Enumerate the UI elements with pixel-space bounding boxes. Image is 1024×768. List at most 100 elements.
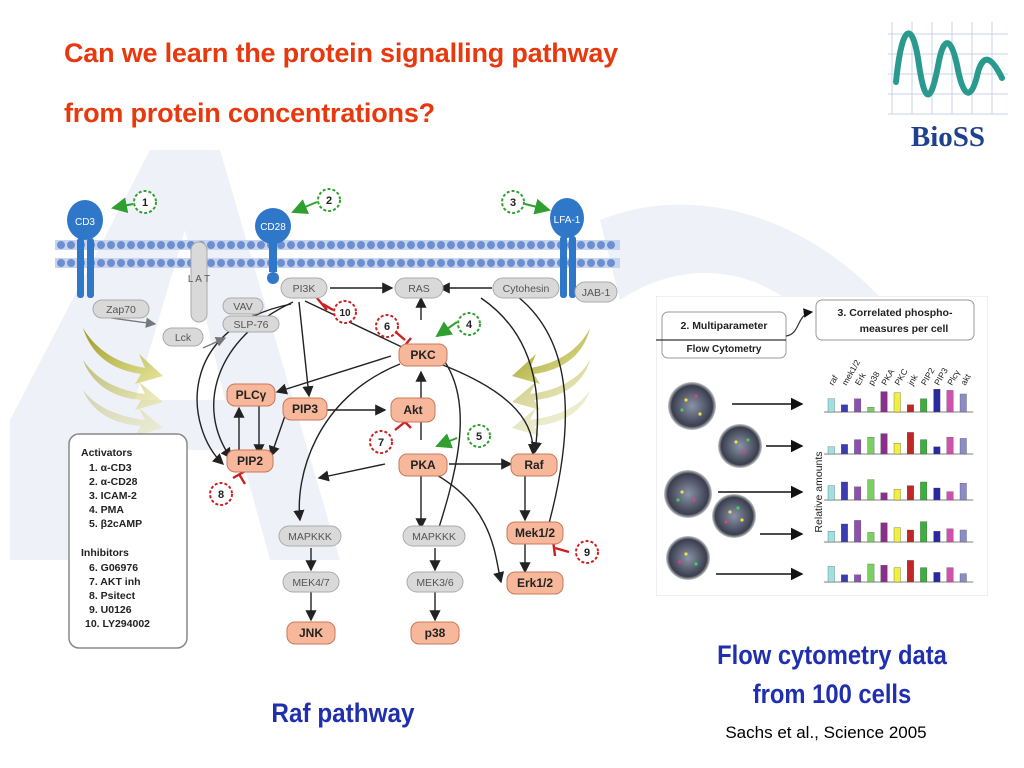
- flow-bar-r2-p38: [867, 479, 875, 501]
- activator-marker-5: 5: [467, 424, 491, 448]
- node-slp76: SLP-76: [222, 315, 280, 333]
- raf-pathway-diagram: CD3 CD28 LFA-1: [55, 188, 620, 649]
- svg-text:MAPKKK: MAPKKK: [288, 531, 332, 543]
- activator-marker-2: 2: [317, 188, 341, 212]
- svg-text:PKA: PKA: [410, 458, 436, 472]
- flow-bar-r2-PIP3: [933, 487, 941, 501]
- legend-activator-4: 4. PMA: [89, 504, 124, 516]
- flow-bar-r1-jnk: [907, 432, 914, 455]
- node-pi3k: PI3K: [280, 277, 328, 299]
- node-plcg: PLCγ: [226, 383, 276, 407]
- flow-bar-r4-Plcγ: [946, 567, 954, 583]
- activator-marker-3: 3: [501, 190, 525, 214]
- slide-title-line2: from protein concentrations?: [64, 98, 435, 128]
- inhibitor-marker-9: 9: [575, 540, 599, 564]
- correlated-label-line2: measures per cell: [860, 323, 949, 335]
- flow-bar-r1-PKC: [893, 443, 901, 455]
- svg-text:MEK4/7: MEK4/7: [292, 577, 330, 589]
- flow-bar-r4-PKA: [880, 565, 888, 583]
- logo-text: BioSS: [911, 121, 985, 153]
- node-erk12: Erk1/2: [506, 571, 564, 595]
- svg-text:MAPKKK: MAPKKK: [412, 531, 456, 543]
- node-pkc: PKC: [398, 343, 448, 367]
- legend-inhibitor-6: 6. G06976: [89, 562, 138, 574]
- flow-bar-r3-PIP2: [920, 521, 928, 543]
- flow-bar-r0-PIP3: [933, 389, 941, 413]
- flow-caption-line2: from 100 cells: [752, 679, 912, 709]
- flow-bar-r4-jnk: [907, 560, 914, 583]
- receptor-cd3: CD3: [67, 200, 103, 298]
- node-cytohesin: Cytohesin: [492, 277, 560, 299]
- flow-bar-rows: [824, 389, 974, 583]
- flow-bar-r3-Plcγ: [946, 528, 954, 543]
- svg-text:7: 7: [378, 437, 384, 449]
- flow-bar-r2-mek1/2: [841, 481, 848, 501]
- svg-text:MEK3/6: MEK3/6: [416, 577, 454, 589]
- svg-text:JAB-1: JAB-1: [582, 287, 611, 299]
- correlated-label-line1: 3. Correlated phospho-: [838, 307, 953, 319]
- receptor-cd28-label: CD28: [260, 222, 286, 233]
- flow-bar-r3-PKA: [880, 522, 888, 543]
- bioss-logo: BioSS: [888, 22, 1008, 153]
- svg-text:Akt: Akt: [403, 403, 422, 417]
- svg-text:9: 9: [584, 547, 590, 559]
- flow-bar-r2-raf: [827, 485, 835, 501]
- flow-bar-r0-PIP2: [920, 398, 928, 413]
- svg-text:6: 6: [384, 321, 390, 333]
- flow-bar-r2-PKC: [893, 489, 901, 501]
- node-pka: PKA: [398, 453, 448, 477]
- flow-cytometry-caption: Flow cytometry data from 100 cells: [700, 636, 964, 714]
- flow-bar-r2-Plcγ: [946, 491, 954, 501]
- relative-amounts-axis-label: Relative amounts: [813, 451, 825, 532]
- flow-bar-r3-raf: [827, 531, 835, 543]
- flow-bar-r1-PKA: [880, 433, 888, 455]
- legend-inhibitor-7: 7. AKT inh: [89, 576, 141, 588]
- legend-activator-5: 5. β2cAMP: [89, 518, 142, 530]
- flow-bar-r0-jnk: [907, 404, 914, 413]
- flow-bar-r1-p38: [867, 437, 875, 455]
- node-vav: VAV: [222, 297, 264, 315]
- flow-cytometry-figure: 2. Multiparameter Flow Cytometry 3. Corr…: [656, 296, 988, 596]
- correlated-measures-box: 3. Correlated phospho- measures per cell: [815, 299, 975, 341]
- legend-inhibitor-9: 9. U0126: [89, 604, 132, 616]
- flow-bar-r3-mek1/2: [841, 523, 848, 543]
- raf-pathway-caption: Raf pathway: [271, 698, 415, 728]
- flow-bar-r2-akt: [959, 483, 967, 501]
- citation: Sachs et al., Science 2005: [725, 723, 927, 742]
- flow-bar-r0-Plcγ: [946, 390, 954, 413]
- inhibitor-marker-10: 10: [333, 300, 357, 324]
- slide-title-line1: Can we learn the protein signalling path…: [64, 38, 618, 68]
- node-pip2: PIP2: [226, 449, 274, 473]
- node-ras: RAS: [394, 277, 444, 299]
- node-mapkkk-1: MAPKKK: [278, 525, 342, 547]
- activators-inhibitors-legend: Activators 1. α-CD3 2. α-CD28 3. ICAM-2 …: [68, 433, 188, 649]
- svg-text:2: 2: [326, 195, 332, 207]
- svg-text:1: 1: [142, 197, 148, 209]
- legend-activator-3: 3. ICAM-2: [89, 490, 137, 502]
- flow-bar-r0-p38: [867, 407, 875, 413]
- flow-bar-r1-Plcγ: [946, 437, 954, 455]
- flow-bar-r2-jnk: [907, 485, 914, 501]
- flow-bar-r2-PIP2: [920, 481, 928, 501]
- flow-bar-r4-mek1/2: [841, 574, 848, 583]
- svg-text:Mek1/2: Mek1/2: [515, 526, 555, 540]
- svg-text:PLCγ: PLCγ: [236, 388, 267, 402]
- receptor-cd28: CD28: [255, 208, 291, 284]
- legend-inhibitors-title: Inhibitors: [81, 547, 129, 559]
- svg-text:PIP2: PIP2: [237, 454, 263, 468]
- flow-bar-r4-PIP2: [920, 567, 928, 583]
- flow-bar-r1-raf: [827, 446, 835, 455]
- flow-bar-r4-PKC: [893, 567, 901, 583]
- node-lck: Lck: [162, 327, 204, 347]
- node-pip3: PIP3: [282, 397, 328, 421]
- svg-text:8: 8: [218, 489, 224, 501]
- svg-text:SLP-76: SLP-76: [233, 319, 268, 331]
- flow-bar-r3-PIP3: [933, 531, 941, 543]
- flow-bar-r2-PKA: [880, 492, 888, 501]
- receptor-cd3-label: CD3: [75, 217, 95, 228]
- node-zap70: Zap70: [92, 299, 150, 319]
- flow-bar-r4-raf: [827, 566, 835, 583]
- flow-bar-r4-Erk: [854, 574, 862, 583]
- node-mek47: MEK4/7: [282, 571, 340, 593]
